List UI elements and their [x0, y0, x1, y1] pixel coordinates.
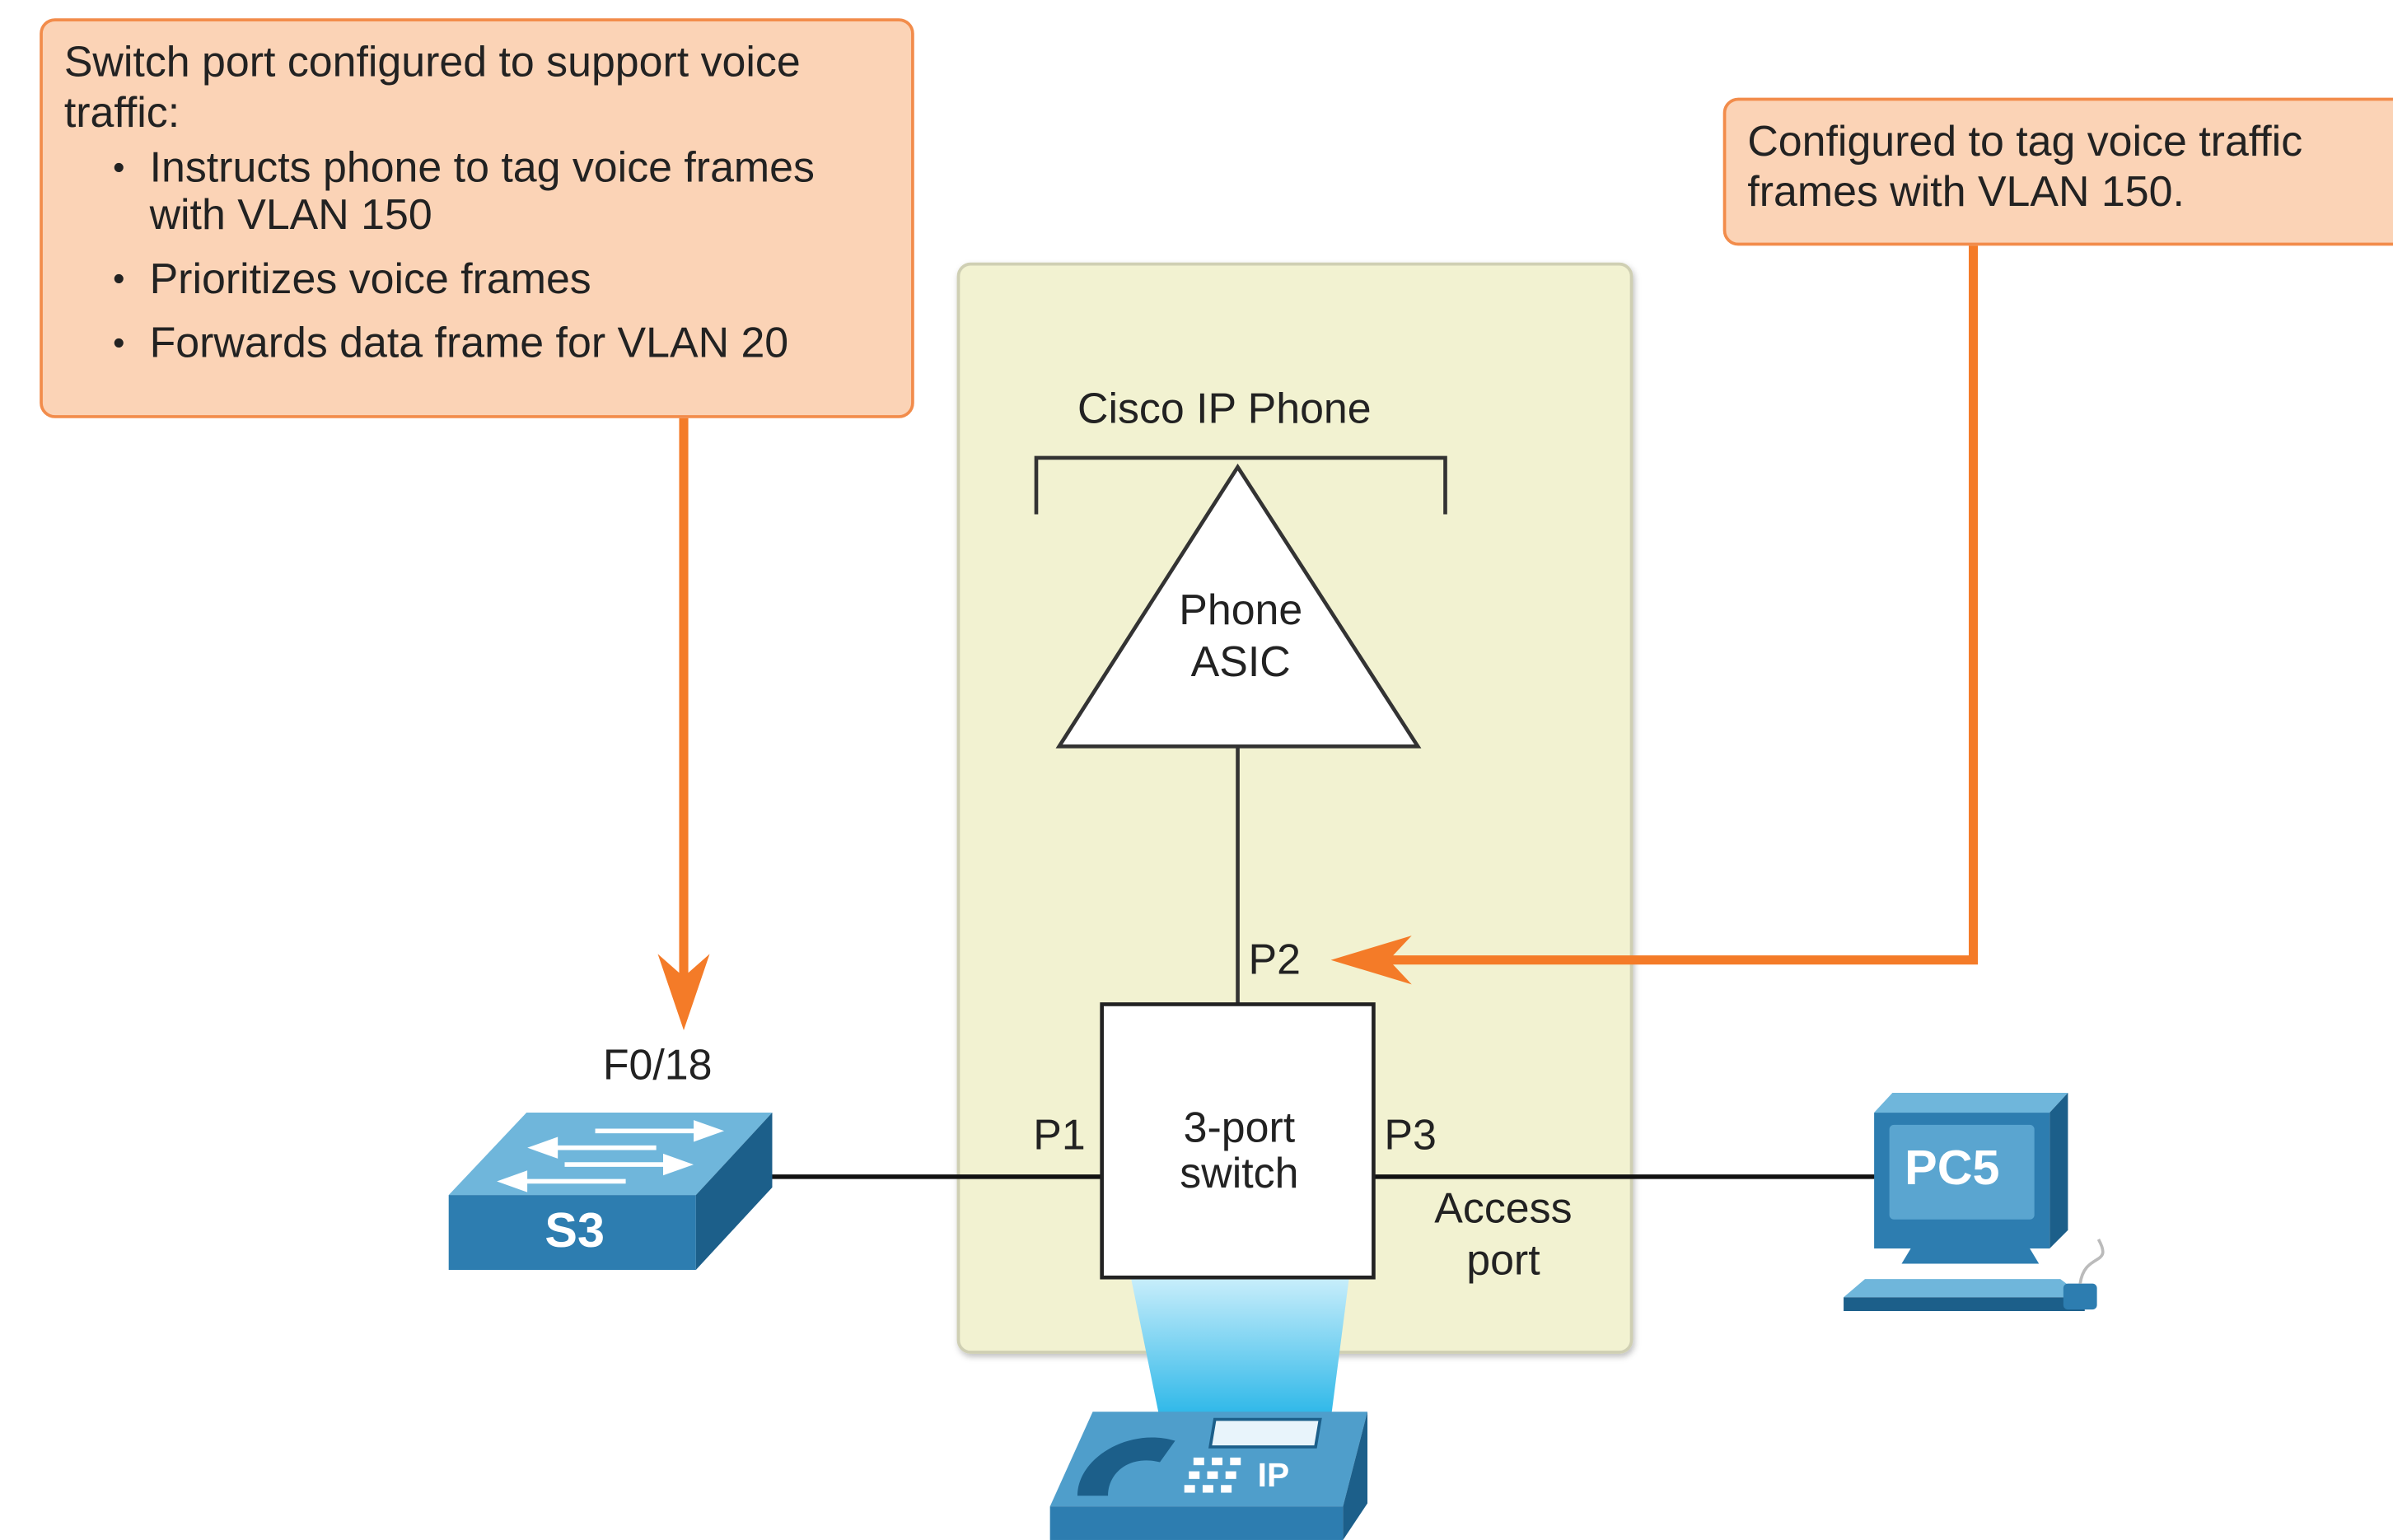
left-callout-bullet: Instructs phone to tag voice frames with… — [113, 143, 890, 238]
access-port-label-line2: port — [1466, 1236, 1540, 1284]
ip-phone-device-label: IP — [1257, 1456, 1290, 1495]
port-p2-label: P2 — [1248, 936, 1301, 983]
switch-label-line1: 3-port — [1183, 1103, 1296, 1151]
phone-asic-label-line2: ASIC — [1190, 637, 1291, 686]
left-arrowhead-icon — [657, 954, 710, 1030]
right-callout-arrow — [1373, 245, 1979, 965]
port-p3-label: P3 — [1384, 1111, 1437, 1159]
right-arrowhead-icon — [1330, 936, 1412, 985]
port-f0-18-label: F0/18 — [602, 1040, 713, 1089]
left-callout: Switch port configured to support voice … — [40, 18, 914, 418]
access-port-label-line1: Access — [1434, 1184, 1573, 1232]
left-callout-bullet: Forwards data frame for VLAN 20 — [113, 319, 890, 366]
three-port-switch-box — [1100, 1002, 1376, 1280]
right-callout-text: Configured to tag voice traffic frames w… — [1747, 117, 2303, 216]
ip-phone-icon[interactable] — [1049, 1412, 1368, 1540]
pc5-computer-icon[interactable] — [1844, 1092, 2105, 1311]
phone-beam — [1130, 1277, 1349, 1420]
s3-device-label: S3 — [545, 1202, 605, 1258]
port-p1-label: P1 — [1033, 1111, 1086, 1159]
s3-switch-icon[interactable] — [448, 1113, 773, 1270]
left-callout-heading: Switch port configured to support voice … — [63, 38, 801, 136]
pc5-device-label: PC5 — [1905, 1140, 2000, 1196]
phone-bracket — [1034, 455, 1447, 515]
right-callout: Configured to tag voice traffic frames w… — [1722, 97, 2393, 246]
phone-asic-label-line1: Phone — [1179, 586, 1303, 634]
switch-label-line2: switch — [1180, 1149, 1299, 1197]
left-callout-bullet: Prioritizes voice frames — [113, 255, 890, 302]
left-callout-list: Instructs phone to tag voice frames with… — [64, 143, 890, 366]
cisco-ip-phone-title: Cisco IP Phone — [1077, 385, 1372, 432]
